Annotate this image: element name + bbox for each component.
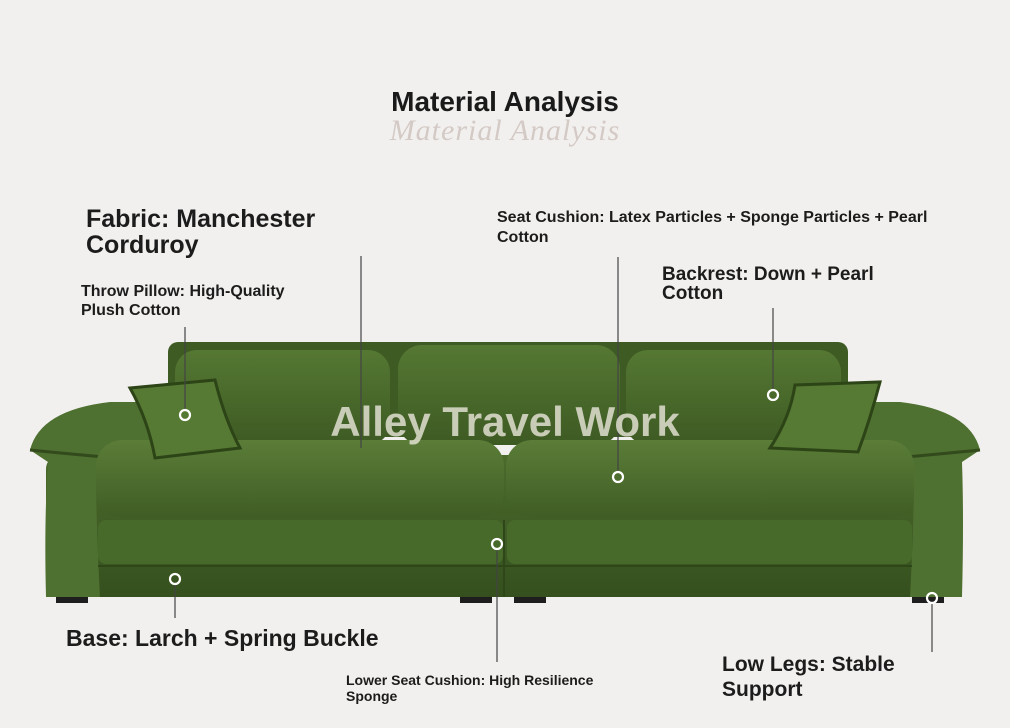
sofa-leg (460, 597, 492, 603)
marker-legs (925, 591, 939, 605)
throw-pillow-right (767, 380, 882, 454)
back-cushion-center (398, 345, 620, 445)
callout-fabric: Fabric: Manchester Corduroy (86, 205, 316, 260)
marker-backrest (766, 388, 780, 402)
ghost-title: Material Analysis (389, 114, 621, 147)
seat-cushion-right (506, 440, 914, 518)
callout-base: Base: Larch + Spring Buckle (66, 625, 379, 651)
callout-low-legs: Low Legs: Stable Support (722, 653, 895, 702)
seat-cushion-left (96, 440, 504, 518)
callout-seat-cushion: Seat Cushion: Latex Particles + Sponge P… (497, 209, 928, 246)
watermark-text: Alley Travel Work (330, 398, 680, 445)
marker-lower (490, 537, 504, 551)
lower-cushion-right (507, 520, 912, 564)
page-title: Material Analysis (391, 86, 619, 117)
sofa-leg (56, 597, 88, 603)
lower-cushion-left (98, 520, 503, 564)
callout-lower-seat-cushion: Lower Seat Cushion: High Resilience Spon… (346, 672, 594, 705)
marker-pillow (178, 408, 192, 422)
sofa-leg (514, 597, 546, 603)
callout-backrest: Backrest: Down + Pearl Cotton (662, 264, 874, 304)
callout-throw-pillow: Throw Pillow: High-Quality Plush Cotton (81, 283, 285, 320)
marker-base (168, 572, 182, 586)
marker-seat (611, 470, 625, 484)
